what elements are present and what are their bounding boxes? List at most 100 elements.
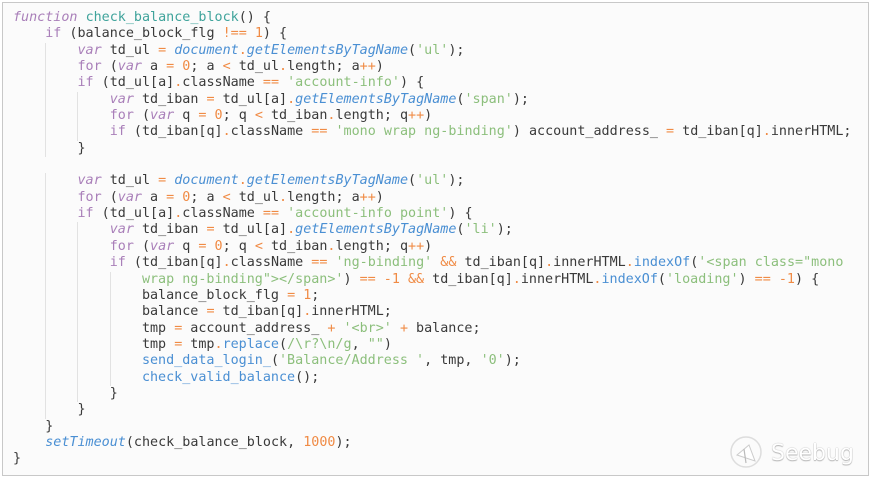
code-token: = — [206, 222, 215, 238]
indent-guide — [13, 386, 45, 402]
code-token: td_iban — [133, 222, 207, 238]
code-token: 'span' — [464, 91, 513, 107]
code-token: className — [182, 206, 263, 222]
code-line: } — [13, 385, 851, 403]
code-token: tmp — [182, 336, 215, 352]
code-line: } — [13, 140, 851, 158]
code-token: == — [311, 255, 328, 271]
code-token — [392, 321, 400, 337]
code-token: ( — [279, 336, 288, 352]
code-token: ); — [504, 353, 521, 369]
code-token: td_ul[a] — [214, 222, 288, 238]
code-token: ) — [383, 336, 392, 352]
code-token: ) { — [448, 206, 473, 222]
code-token: ) { — [399, 75, 425, 91]
indent-guide — [45, 271, 77, 288]
indent-guide — [77, 222, 109, 239]
code-line: check_valid_balance(); — [13, 369, 851, 386]
indent-guide — [13, 321, 45, 337]
indent-guide — [77, 385, 109, 403]
code-line: if (balance_block_flg !== 1) { — [13, 26, 851, 42]
code-line: for (var q = 0; q < td_iban.length; q++) — [13, 238, 851, 256]
code-token: length; q — [335, 238, 409, 254]
code-token: className — [230, 255, 312, 271]
code-token: . — [327, 238, 336, 254]
indent-guide — [45, 385, 77, 403]
indent-guide — [13, 141, 45, 157]
code-token: tmp — [141, 336, 175, 352]
code-token: ; a — [190, 189, 223, 205]
code-token — [327, 124, 335, 140]
indent-guide — [13, 222, 45, 238]
code-line: tmp = tmp.replace(/\r?\n/g, "") — [13, 336, 851, 354]
code-token: ( — [690, 255, 699, 271]
indent-guide — [13, 26, 45, 42]
code-token: = — [206, 304, 215, 320]
code-token: send_data_login_ — [141, 353, 271, 369]
indent-guide — [13, 288, 45, 304]
indent-guide — [45, 124, 77, 141]
indent-guide — [45, 42, 77, 60]
code-token: == — [262, 206, 280, 222]
code-token: for — [109, 108, 134, 124]
code-token: balance_block_flg — [141, 287, 288, 303]
code-token: = — [158, 42, 167, 58]
code-token: 'loading' — [665, 271, 739, 287]
indent-guide — [109, 320, 142, 337]
code-token: ( — [408, 173, 417, 189]
indent-guide — [45, 369, 77, 386]
indent-guide — [109, 369, 142, 386]
code-token: == — [359, 271, 376, 287]
code-token — [174, 59, 182, 75]
indent-guide — [13, 239, 45, 255]
code-token — [166, 43, 174, 59]
code-token — [206, 239, 214, 255]
code-token — [335, 321, 343, 337]
code-token: '<span class="mono — [698, 255, 844, 271]
code-token: ) — [375, 189, 384, 205]
code-token — [771, 272, 779, 288]
indent-guide — [77, 369, 109, 386]
code-token: q — [174, 108, 199, 124]
code-token: ; q — [222, 238, 255, 254]
code-token: check_balance_block — [85, 10, 239, 25]
code-token: . — [238, 42, 247, 58]
code-line: var td_iban = td_ul[a].getElementsByTagN… — [13, 91, 851, 109]
code-token: getElementsByTagName — [246, 173, 409, 189]
code-token — [376, 272, 384, 288]
code-line: } — [13, 419, 851, 435]
code-token: a — [141, 59, 167, 75]
code-token: ) — [738, 271, 755, 287]
indent-guide — [77, 108, 109, 125]
code-token — [206, 108, 214, 124]
indent-guide — [13, 337, 45, 353]
indent-guide — [77, 271, 109, 288]
code-token: 'ul' — [416, 173, 449, 189]
code-token: balance; — [408, 320, 481, 336]
code-line: if (td_ul[a].className == 'account-info … — [13, 206, 851, 223]
indent-guide — [109, 287, 142, 305]
code-token: getElementsByTagName — [295, 222, 457, 238]
indent-guide — [109, 304, 142, 321]
indent-guide — [45, 287, 77, 305]
code-line: function check_balance_block() { — [13, 10, 851, 26]
code-token: ) — [343, 271, 360, 287]
code-token: document — [174, 42, 239, 58]
indent-guide — [45, 402, 77, 419]
code-token: ( — [456, 222, 465, 238]
code-token: . — [222, 124, 231, 140]
code-token: length; q — [335, 108, 409, 124]
code-token: } — [45, 418, 54, 434]
indent-guide — [13, 75, 45, 91]
code-token: } — [109, 385, 118, 401]
indent-guide — [45, 206, 77, 223]
code-token: ) account_address_ — [512, 124, 667, 140]
code-token: = — [287, 287, 296, 303]
indent-guide — [13, 108, 45, 124]
code-token: = — [174, 336, 183, 352]
code-token — [279, 75, 287, 91]
code-token: (balance_block_flg — [61, 26, 223, 42]
code-token: ++ — [408, 108, 425, 124]
indent-guide — [13, 419, 45, 435]
